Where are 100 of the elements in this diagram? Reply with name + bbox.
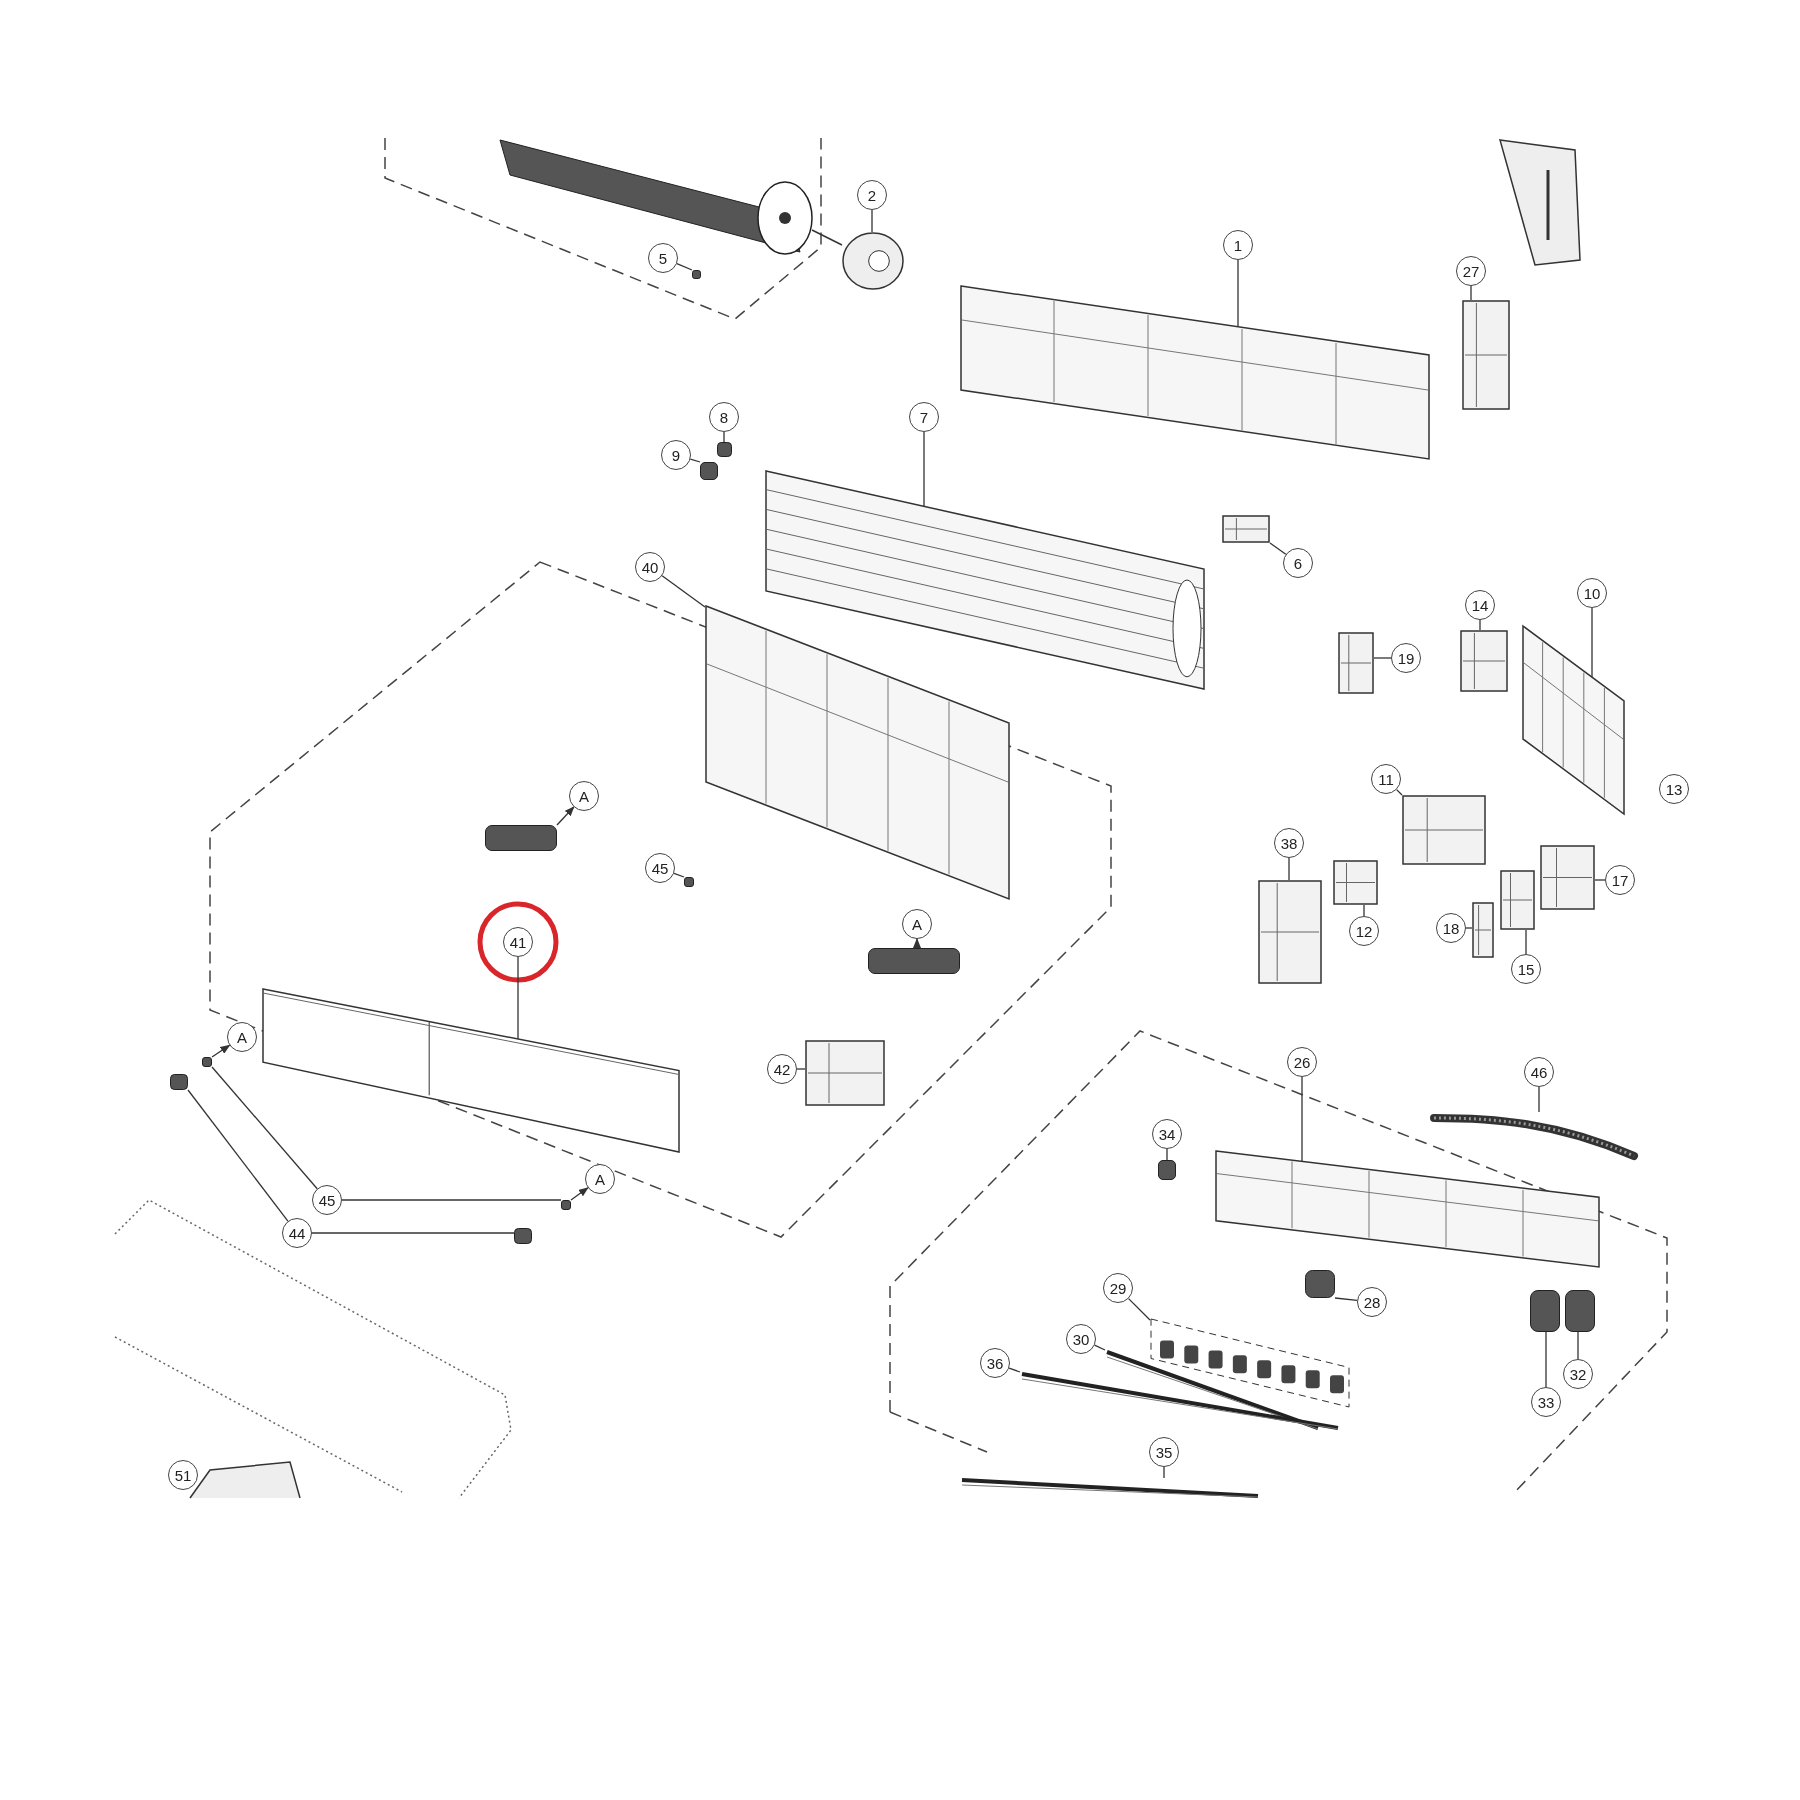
- callout-number: 35: [1149, 1437, 1179, 1467]
- leader-line: [661, 575, 706, 608]
- leader-line: [1577, 1331, 1579, 1360]
- leader-line: [1008, 1367, 1021, 1373]
- small-part-icon: [1305, 1270, 1335, 1298]
- heat-exchanger-drawing: [765, 470, 1205, 690]
- leader-line: [1127, 1297, 1151, 1321]
- rod-part-drawing: [960, 1478, 1260, 1498]
- leader-line: [1545, 1331, 1547, 1388]
- leader-line: [676, 263, 693, 271]
- bracket-part-drawing: [1222, 515, 1270, 543]
- small-part-icon: [717, 442, 732, 457]
- callout-number: 28: [1357, 1287, 1387, 1317]
- bracket-part-drawing: [1333, 860, 1378, 905]
- callout-number: 34: [1152, 1119, 1182, 1149]
- callout-number: 7: [909, 402, 939, 432]
- small-part-icon: [684, 877, 694, 887]
- callout-number: A: [585, 1164, 615, 1194]
- louver-set-drawing: [1150, 1318, 1350, 1408]
- callout-number: 30: [1066, 1324, 1096, 1354]
- callout-number: 11: [1371, 764, 1401, 794]
- callout-number: 9: [661, 440, 691, 470]
- housing-part-drawing: [1522, 625, 1625, 815]
- arrow: [570, 1187, 589, 1201]
- leader-line: [1163, 1466, 1165, 1479]
- housing-part-drawing: [705, 605, 1010, 900]
- bracket-part-drawing: [1338, 632, 1374, 694]
- callout-number: 13: [1659, 774, 1689, 804]
- bracket-part-drawing: [1402, 795, 1486, 865]
- callout-number: 51: [168, 1460, 198, 1490]
- small-part-icon: [202, 1057, 212, 1067]
- small-part-icon: [170, 1074, 188, 1090]
- leader-line: [1395, 788, 1403, 796]
- callout-number: 19: [1391, 643, 1421, 673]
- callout-number: 45: [312, 1185, 342, 1215]
- leader-line: [1525, 929, 1527, 955]
- callout-number: 36: [980, 1348, 1010, 1378]
- leader-line: [1465, 927, 1473, 929]
- leader-line: [187, 1089, 289, 1222]
- leader-line: [1479, 619, 1481, 631]
- leader-line: [341, 1199, 562, 1201]
- callout-number: 26: [1287, 1047, 1317, 1077]
- small-part-icon: [700, 462, 718, 480]
- callout-number: 33: [1531, 1387, 1561, 1417]
- bracket-part-drawing: [1258, 880, 1322, 984]
- callout-number: 10: [1577, 578, 1607, 608]
- bracket-part-drawing: [1500, 870, 1535, 930]
- callout-number: 2: [857, 180, 887, 210]
- callout-number: 46: [1524, 1057, 1554, 1087]
- rod-part-drawing: [1105, 1350, 1320, 1430]
- leader-line: [1538, 1086, 1540, 1113]
- leader-line: [1334, 1297, 1358, 1302]
- leader-line: [689, 458, 701, 463]
- callout-number: 41: [503, 927, 533, 957]
- bracket-part-drawing: [805, 1040, 885, 1106]
- small-part-icon: [868, 948, 960, 974]
- leader-line: [1363, 904, 1365, 917]
- callout-number: A: [902, 909, 932, 939]
- callout-number: 29: [1103, 1273, 1133, 1303]
- leader-line: [1093, 1344, 1106, 1351]
- leader-line: [1288, 857, 1290, 881]
- small-part-icon: [1158, 1160, 1176, 1180]
- small-part-icon: [1565, 1290, 1595, 1332]
- small-part-icon: [485, 825, 557, 851]
- callout-number: 45: [645, 853, 675, 883]
- arrow: [556, 806, 575, 826]
- small-part-icon: [692, 270, 701, 279]
- bracket-part-drawing: [1472, 902, 1494, 958]
- callout-number: 1: [1223, 230, 1253, 260]
- callout-number: 15: [1511, 954, 1541, 984]
- callout-number: 5: [648, 243, 678, 273]
- bracket-part-drawing: [1462, 300, 1510, 410]
- leader-line: [723, 431, 725, 443]
- bracket-part-drawing: [1540, 845, 1595, 910]
- callout-number: 6: [1283, 548, 1313, 578]
- callout-number: 44: [282, 1218, 312, 1248]
- housing-part-drawing: [960, 285, 1430, 460]
- leader-line: [1470, 285, 1472, 301]
- leader-line: [1166, 1148, 1168, 1161]
- callout-number: 8: [709, 402, 739, 432]
- callout-number: 38: [1274, 828, 1304, 858]
- front-panel-drawing: [262, 988, 680, 1153]
- bracket-part-drawing: [1460, 630, 1508, 692]
- callout-number: 40: [635, 552, 665, 582]
- leader-line: [1301, 1076, 1303, 1164]
- callout-number: 32: [1563, 1359, 1593, 1389]
- callout-number: A: [569, 781, 599, 811]
- rod-part-drawing: [1020, 1372, 1340, 1430]
- housing-part-drawing: [1215, 1150, 1600, 1268]
- leader-line: [1269, 542, 1287, 555]
- arrow: [913, 938, 921, 949]
- leader-line: [871, 209, 873, 233]
- small-part-icon: [514, 1228, 532, 1244]
- hose-drawing: [1430, 1112, 1640, 1162]
- motor-drawing: [842, 232, 904, 290]
- leader-line: [311, 1232, 515, 1234]
- callout-number: 18: [1436, 913, 1466, 943]
- callout-number: 27: [1456, 256, 1486, 286]
- callout-number: 42: [767, 1054, 797, 1084]
- small-part-icon: [1530, 1290, 1560, 1332]
